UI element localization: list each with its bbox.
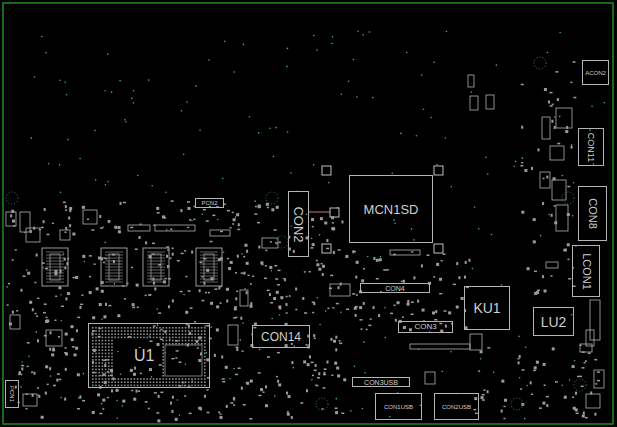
pad xyxy=(330,208,339,217)
pad xyxy=(322,244,331,253)
component-outline: CON3 xyxy=(398,321,453,333)
component-outline: PCN2 xyxy=(195,198,224,208)
mounting-hole xyxy=(562,192,574,204)
ref-designator: CON2 xyxy=(292,205,305,243)
component-outline: LU2 xyxy=(533,307,574,336)
mounting-hole xyxy=(511,398,523,410)
component-outline: CON4 xyxy=(360,283,430,293)
mounting-hole xyxy=(316,398,328,410)
component-outline: CON2USB xyxy=(434,393,479,420)
ref-designator: CON14 xyxy=(260,331,302,343)
pad xyxy=(322,166,331,175)
trace xyxy=(309,212,330,213)
chip-footprint xyxy=(143,248,169,286)
pad xyxy=(434,244,443,253)
component-outline: MCN1SD xyxy=(349,175,433,243)
mounting-hole xyxy=(534,57,546,69)
chip-footprint xyxy=(196,248,222,286)
mounting-hole xyxy=(574,379,586,391)
ref-designator: CON11 xyxy=(587,131,596,162)
component-outline: LCON1 xyxy=(572,245,600,297)
ref-designator: CON4 xyxy=(384,285,405,292)
component-outline: CON14 xyxy=(252,325,310,348)
mounting-hole xyxy=(276,236,288,248)
component-outline: PCN1 xyxy=(5,380,19,408)
vias xyxy=(6,30,605,419)
chip-footprint xyxy=(101,248,127,286)
ref-designator: KU1 xyxy=(472,301,501,315)
ref-designator: CON1USB xyxy=(383,404,414,410)
ref-designator: PCN1 xyxy=(9,385,15,403)
pad xyxy=(434,166,443,175)
component-outline: KU1 xyxy=(464,286,510,330)
smd-pads xyxy=(7,61,600,422)
ref-designator: CON3USB xyxy=(363,379,399,386)
ref-designator: CON3 xyxy=(413,323,437,331)
component-outline: U1 xyxy=(88,323,210,388)
chip-footprint xyxy=(42,248,68,286)
ref-designator: LU2 xyxy=(540,315,568,329)
board-outline xyxy=(3,3,613,424)
components xyxy=(6,75,604,408)
mounting-hole xyxy=(6,192,18,204)
component-outline: CON8 xyxy=(578,186,607,241)
ref-designator: CON8 xyxy=(587,197,598,230)
component-outline: CON3USB xyxy=(352,377,410,387)
bga-grid xyxy=(92,327,206,386)
ref-designator: PCN2 xyxy=(200,200,218,206)
ref-designator: ACON2 xyxy=(584,70,607,76)
ref-designator: U1 xyxy=(133,348,155,364)
component-outline: CON11 xyxy=(578,128,604,166)
component-outline: ACON2 xyxy=(582,60,609,85)
component-outline: CON2 xyxy=(288,191,309,257)
ref-designator: CON2USB xyxy=(441,404,472,410)
ref-designator: MCN1SD xyxy=(363,203,420,216)
mounting-hole xyxy=(266,192,278,204)
component-outline: CON1USB xyxy=(375,393,422,420)
ref-designator: LCON1 xyxy=(581,252,592,291)
